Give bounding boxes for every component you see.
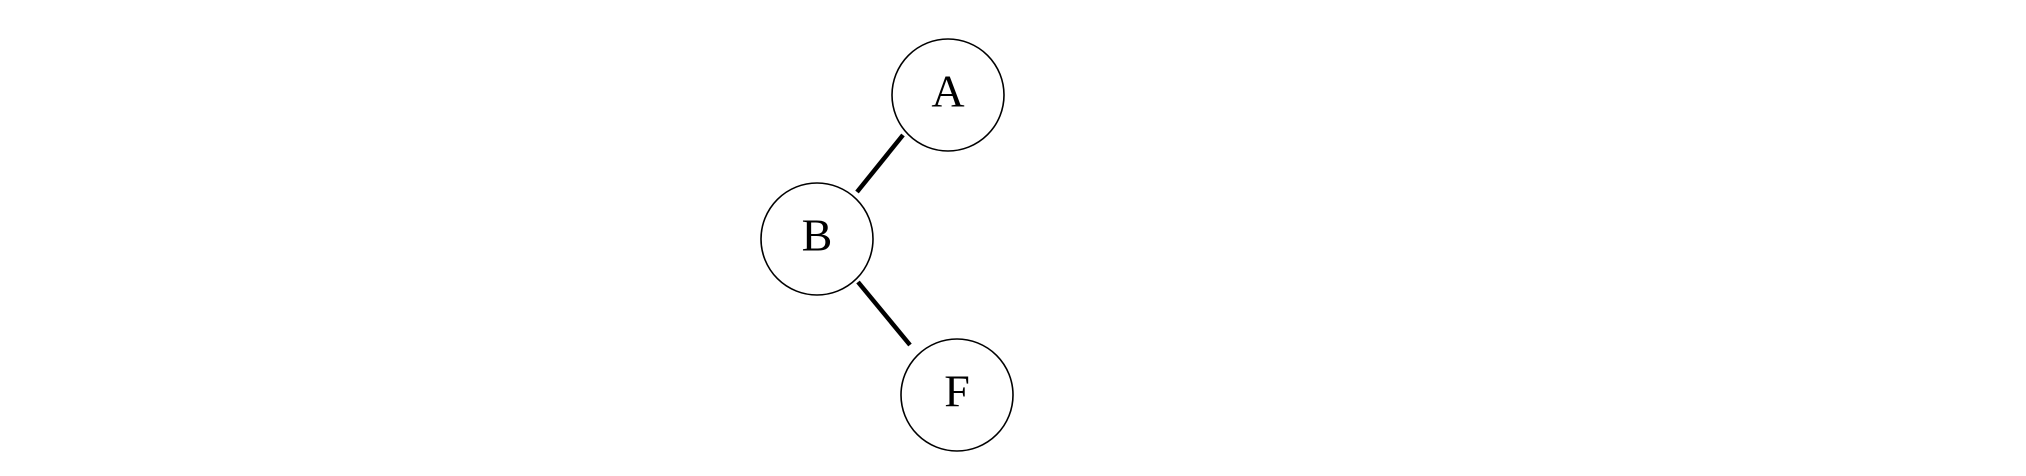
edge-layer — [855, 133, 912, 347]
node-layer: A B F — [760, 38, 1014, 452]
edge-a-b[interactable] — [855, 133, 905, 194]
node-a-circle[interactable] — [891, 38, 1005, 152]
node-f-label: F — [944, 366, 970, 417]
graph-node-a[interactable]: A — [891, 38, 1005, 152]
node-b-circle[interactable] — [760, 182, 874, 296]
graph-node-b[interactable]: B — [760, 182, 874, 296]
edge-b-f[interactable] — [856, 280, 912, 347]
node-a-label: A — [931, 66, 964, 117]
node-f-circle[interactable] — [900, 338, 1014, 452]
graph-node-f[interactable]: F — [900, 338, 1014, 452]
node-b-label: B — [802, 210, 833, 261]
